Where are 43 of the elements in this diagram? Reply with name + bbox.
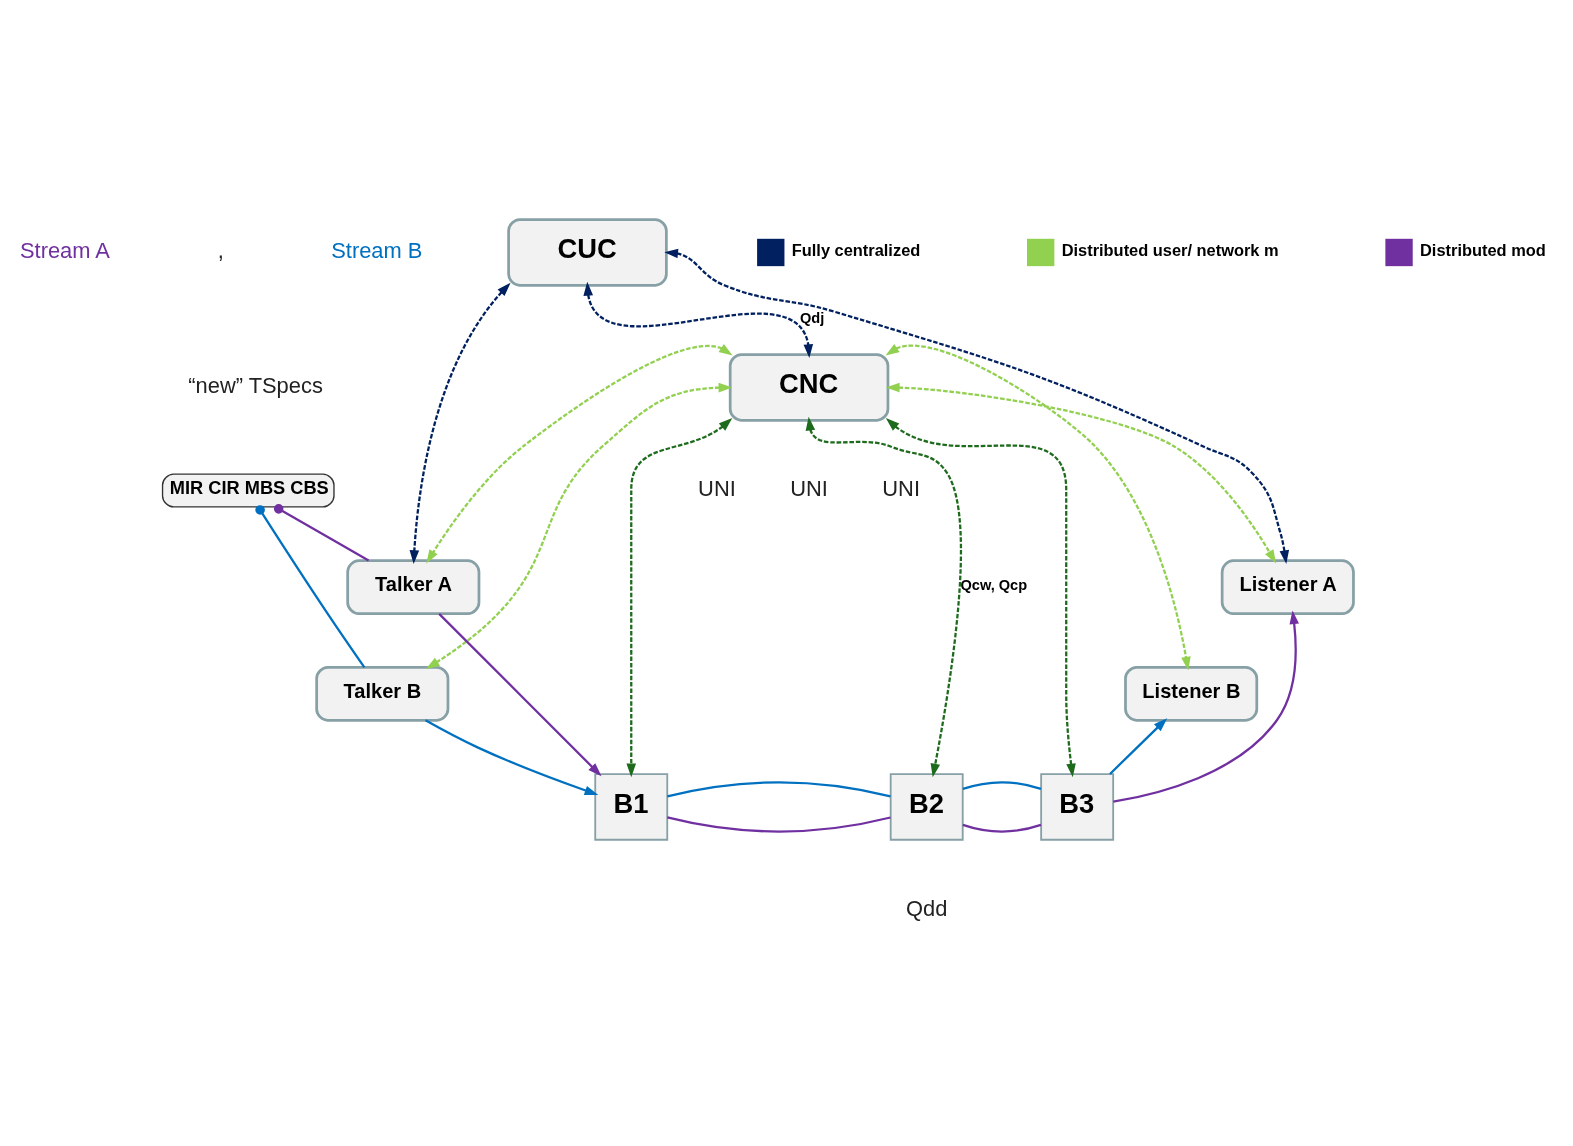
node-box: CUC [507, 218, 668, 287]
node-box: B2 [889, 773, 964, 841]
label: Qdd [906, 895, 948, 921]
arrow [424, 719, 599, 795]
arrow [1113, 610, 1299, 803]
arrow [885, 417, 1076, 778]
label: Stream B [331, 238, 423, 264]
arrow [425, 382, 733, 670]
label: UNI [882, 476, 921, 502]
connector [255, 505, 366, 668]
connector [962, 781, 1042, 790]
node-box: Talker B [315, 666, 450, 722]
node-box: Listener B [1124, 666, 1259, 722]
connector [667, 781, 891, 798]
arrow [626, 417, 733, 778]
arrow [885, 382, 1277, 564]
label: Stream A [19, 238, 110, 264]
arrow [438, 613, 602, 777]
edge-label: Qcw, Qcp [960, 576, 1028, 593]
connector [273, 504, 370, 562]
arrow [805, 416, 963, 778]
arrow [583, 281, 814, 359]
legend-label: Distributed user/ network m [1061, 240, 1279, 259]
node-box: B1 [594, 773, 669, 841]
connector [667, 816, 891, 833]
node-box: Listener A [1220, 559, 1355, 615]
edge-label: Qdj [799, 309, 825, 326]
node-box: Talker A [346, 559, 481, 615]
arrow [409, 282, 511, 564]
label: UNI [698, 476, 736, 502]
node-box: MIR CIR MBS CBS [161, 473, 335, 508]
arrow [664, 248, 1290, 565]
label: UNI [790, 476, 828, 502]
arrow [885, 344, 1191, 671]
legend-label: Fully centralized [791, 240, 921, 259]
connector [962, 823, 1042, 833]
label: , [217, 238, 224, 264]
label: “new” TSpecs [188, 373, 323, 399]
arrow [1109, 718, 1168, 775]
legend-label: Distributed mod [1420, 240, 1546, 259]
node-box: B3 [1040, 773, 1115, 841]
arrow [426, 344, 733, 564]
node-box: CNC [728, 353, 890, 422]
